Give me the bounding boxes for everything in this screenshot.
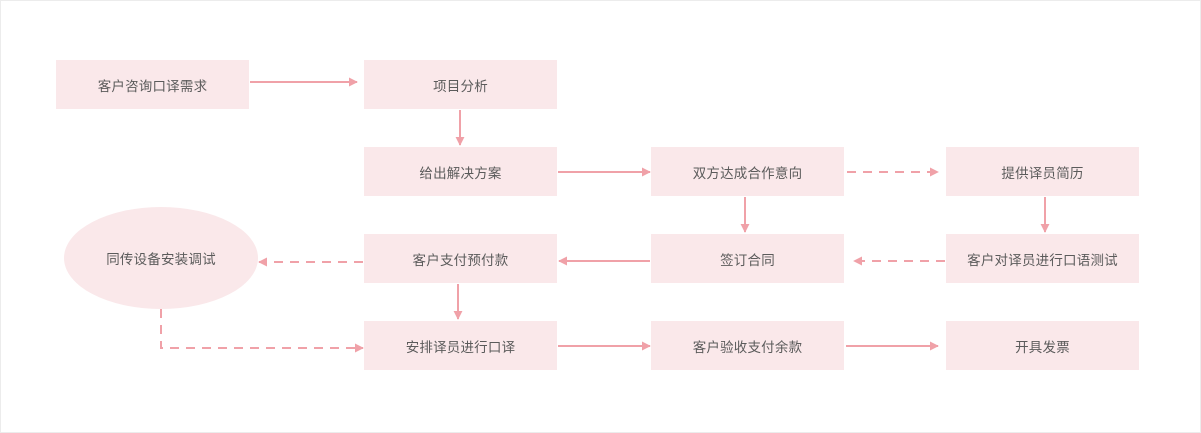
node-invoice: 开具发票 bbox=[946, 321, 1139, 370]
node-resume: 提供译员简历 bbox=[946, 147, 1139, 196]
arrow-equipment-to-arrange bbox=[160, 309, 364, 353]
node-agreement: 双方达成合作意向 bbox=[651, 147, 844, 196]
node-equipment: 同传设备安装调试 bbox=[64, 207, 258, 309]
node-balance: 客户验收支付余款 bbox=[651, 321, 844, 370]
node-consult: 客户咨询口译需求 bbox=[56, 60, 249, 109]
node-contract: 签订合同 bbox=[651, 234, 844, 283]
node-test: 客户对译员进行口语测试 bbox=[946, 234, 1139, 283]
node-analysis: 项目分析 bbox=[364, 60, 557, 109]
node-solution: 给出解决方案 bbox=[364, 147, 557, 196]
node-arrange: 安排译员进行口译 bbox=[364, 321, 557, 370]
node-prepay: 客户支付预付款 bbox=[364, 234, 557, 283]
